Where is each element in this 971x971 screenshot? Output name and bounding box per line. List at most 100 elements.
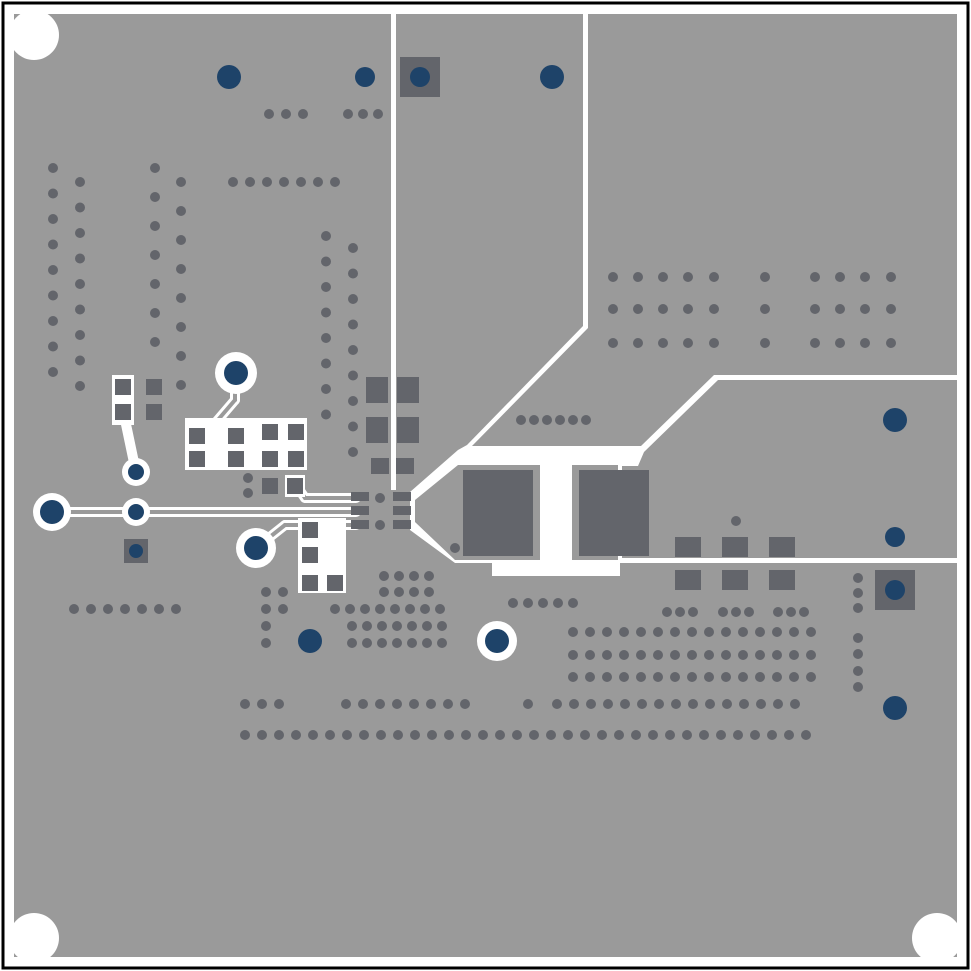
small-via [772, 672, 782, 682]
small-via [670, 672, 680, 682]
small-via [298, 109, 308, 119]
small-via [450, 543, 460, 553]
small-via [563, 730, 573, 740]
small-via [75, 304, 85, 315]
small-via [410, 730, 420, 740]
small-via [671, 699, 681, 709]
small-via [508, 598, 518, 608]
small-via [789, 650, 799, 660]
mounting-hole-bottom-left [9, 913, 59, 963]
small-via [789, 627, 799, 637]
small-via [662, 607, 672, 617]
small-via [784, 730, 794, 740]
small-via [687, 650, 697, 660]
small-via [835, 338, 845, 348]
small-via [261, 621, 271, 631]
small-via [658, 272, 668, 282]
small-via [636, 672, 646, 682]
small-via [75, 330, 85, 340]
small-via [390, 604, 400, 614]
small-via [279, 177, 289, 187]
small-via [375, 520, 385, 530]
small-via [75, 279, 85, 289]
small-via [523, 598, 533, 608]
small-via [760, 272, 770, 282]
small-via [633, 338, 643, 348]
small-via [261, 604, 271, 614]
small-via [636, 627, 646, 637]
small-via [789, 672, 799, 682]
small-via [853, 682, 863, 692]
small-via [810, 338, 820, 348]
small-via [341, 699, 351, 709]
small-via [597, 730, 607, 740]
small-via [585, 650, 595, 660]
small-via [422, 638, 432, 648]
small-via [806, 672, 816, 682]
small-via [704, 650, 714, 660]
small-via [392, 638, 402, 648]
small-via [773, 607, 783, 617]
small-via [150, 337, 160, 347]
small-via [75, 202, 85, 213]
small-via [325, 730, 335, 740]
small-via [321, 231, 331, 241]
small-via [886, 272, 896, 282]
small-via [176, 235, 186, 245]
small-via [407, 621, 417, 631]
small-via [243, 488, 253, 498]
small-via [424, 571, 434, 581]
small-via [853, 633, 863, 643]
small-via [375, 493, 385, 503]
small-via [321, 256, 331, 267]
small-via [619, 627, 629, 637]
small-via [704, 672, 714, 682]
small-via [48, 265, 58, 275]
small-via [772, 627, 782, 637]
small-via [392, 621, 402, 631]
small-via [637, 699, 647, 709]
small-via [546, 730, 556, 740]
small-via [176, 177, 186, 187]
small-via [409, 699, 419, 709]
small-via [773, 699, 783, 709]
smd-pads [115, 57, 915, 610]
small-via [296, 177, 306, 187]
small-via [373, 109, 383, 119]
small-via [658, 304, 668, 314]
small-via [633, 272, 643, 282]
small-via [738, 627, 748, 637]
small-via [860, 338, 870, 348]
large-vias [40, 65, 907, 720]
small-via [670, 650, 680, 660]
small-via [523, 699, 533, 709]
small-via [585, 627, 595, 637]
gap-center-column [540, 462, 572, 560]
small-via [853, 588, 863, 598]
small-via [150, 163, 160, 173]
small-via [343, 109, 353, 119]
small-via [658, 338, 668, 348]
small-via [636, 650, 646, 660]
small-via [801, 730, 811, 740]
small-via [495, 730, 505, 740]
small-via [261, 638, 271, 648]
small-via [810, 272, 820, 282]
small-via [321, 307, 331, 318]
small-via [437, 638, 447, 648]
small-via [860, 304, 870, 314]
small-via [426, 699, 436, 709]
small-via [375, 604, 385, 614]
small-via [568, 672, 578, 682]
small-via [154, 604, 164, 614]
small-via [257, 699, 267, 709]
small-via [75, 381, 85, 391]
small-via [755, 672, 765, 682]
small-via [529, 415, 539, 425]
small-via [359, 730, 369, 740]
small-via [608, 304, 618, 314]
small-via [377, 638, 387, 648]
small-via [86, 604, 96, 614]
small-via [744, 607, 754, 617]
small-via [461, 730, 471, 740]
